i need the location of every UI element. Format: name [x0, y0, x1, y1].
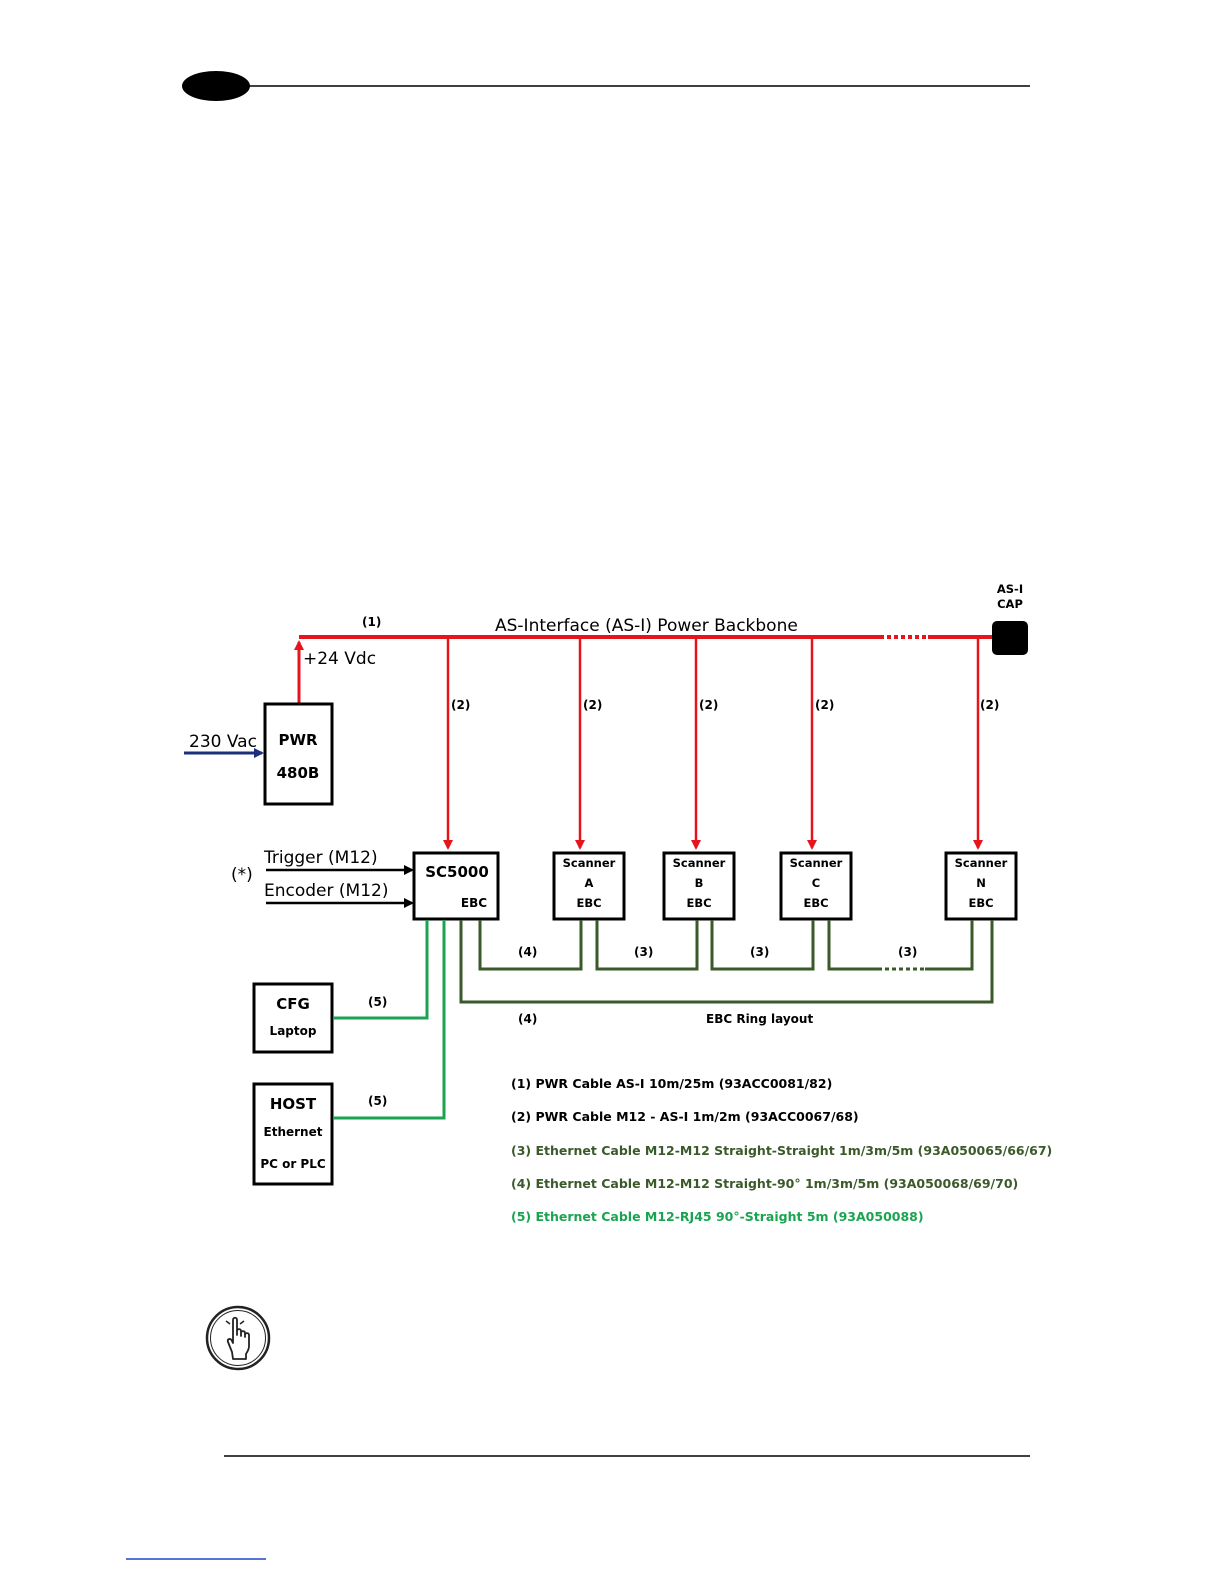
- host-link: [333, 920, 446, 1120]
- link-label-3: (3): [750, 945, 769, 959]
- link-dots-n: [925, 920, 974, 971]
- pointing-hand-icon: [205, 1305, 271, 1371]
- host-pc: HOST Ethernet PC or PLC (5): [252, 920, 446, 1186]
- asterisk-label: (*): [231, 865, 253, 885]
- ebc-link-labels: (4) (3) (3) (3) (4) EBC Ring layout: [518, 945, 917, 1026]
- cap-label-line2: CAP: [997, 597, 1023, 611]
- scanner-sub: EBC: [968, 896, 993, 910]
- cable-legend: (1) PWR Cable AS-I 10m/25m (93ACC0081/82…: [511, 1076, 1052, 1224]
- link-sc5000-a: [478, 920, 583, 971]
- cfg-cable-label: (5): [368, 995, 387, 1009]
- link-label-1: (4): [518, 945, 537, 959]
- encoder-label: Encoder (M12): [264, 881, 388, 901]
- page-header: [182, 71, 1030, 101]
- wiring-diagram: (1) AS-Interface (AS-I) Power Backbone A…: [184, 582, 1052, 1224]
- scanner-box: [552, 851, 626, 921]
- cfg-line1: CFG: [276, 995, 310, 1013]
- drop-label-5: (2): [980, 698, 999, 712]
- ring-cable-label: (4): [518, 1012, 537, 1026]
- cfg-link: [333, 920, 429, 1020]
- drop-label-2: (2): [583, 698, 602, 712]
- pwr-box: [263, 702, 334, 806]
- legend-item-2: (2) PWR Cable M12 - AS-I 1m/2m (93ACC006…: [511, 1109, 859, 1124]
- host-line2: Ethernet: [264, 1125, 323, 1139]
- cfg-laptop: CFG Laptop (5): [252, 920, 429, 1054]
- scanner-sub: EBC: [576, 896, 601, 910]
- sc5000-sub: EBC: [461, 896, 487, 910]
- scanner-id: B: [695, 876, 704, 890]
- scanner-id: A: [585, 876, 594, 890]
- link-label-4: (3): [898, 945, 917, 959]
- sc5000-box: [412, 851, 500, 921]
- vdc-label: +24 Vdc: [303, 649, 376, 669]
- chapter-badge-icon: [182, 71, 250, 101]
- ebc-ring: [459, 920, 994, 1004]
- ebc-links: [459, 920, 994, 1004]
- legend-item-3: (3) Ethernet Cable M12-M12 Straight-Stra…: [511, 1143, 1052, 1158]
- link-c-dots-left: [827, 920, 878, 971]
- power-drops: (2) (2) (2) (2) (2): [443, 637, 999, 850]
- sensor-inputs: Trigger (M12) Encoder (M12) (*): [231, 848, 414, 908]
- pwr-label-line1: PWR: [278, 731, 318, 749]
- drop-label-1: (2): [451, 698, 470, 712]
- cap-label-line1: AS-I: [997, 582, 1023, 596]
- sc5000-name: SC5000: [425, 863, 489, 881]
- link-label-2: (3): [634, 945, 653, 959]
- scanner-title: Scanner: [790, 856, 843, 870]
- page-footer: [126, 1455, 1030, 1560]
- vac-label: 230 Vac: [189, 732, 257, 752]
- cfg-line2: Laptop: [270, 1024, 317, 1038]
- backbone-label: AS-Interface (AS-I) Power Backbone: [495, 616, 798, 636]
- host-line3: PC or PLC: [260, 1157, 326, 1171]
- backbone-cable-label: (1): [362, 615, 381, 629]
- trigger-label: Trigger (M12): [263, 848, 378, 868]
- scanner-title: Scanner: [955, 856, 1008, 870]
- host-cable-label: (5): [368, 1094, 387, 1108]
- host-line1: HOST: [270, 1095, 317, 1113]
- scanner-title: Scanner: [673, 856, 726, 870]
- scanner-a: Scanner A EBC: [552, 851, 626, 921]
- drop-label-4: (2): [815, 698, 834, 712]
- scanner-box: [779, 851, 853, 921]
- scanner-c: Scanner C EBC: [779, 851, 853, 921]
- legend-item-1: (1) PWR Cable AS-I 10m/25m (93ACC0081/82…: [511, 1076, 832, 1091]
- as-i-cap: [992, 621, 1028, 655]
- scanner-box: [944, 851, 1018, 921]
- scanner-b: Scanner B EBC: [662, 851, 736, 921]
- legend-item-5: (5) Ethernet Cable M12-RJ45 90°-Straight…: [511, 1209, 924, 1224]
- cfg-box: [252, 982, 334, 1054]
- power-backbone: (1) AS-Interface (AS-I) Power Backbone A…: [299, 582, 1028, 655]
- drop-label-3: (2): [699, 698, 718, 712]
- scanner-title: Scanner: [563, 856, 616, 870]
- pwr-label-line2: 480B: [277, 764, 320, 782]
- scanner-sub: EBC: [686, 896, 711, 910]
- host-box: [252, 1082, 334, 1186]
- scanner-box: [662, 851, 736, 921]
- legend-item-4: (4) Ethernet Cable M12-M12 Straight-90° …: [511, 1176, 1018, 1191]
- scanner-id: C: [812, 876, 820, 890]
- ring-label: EBC Ring layout: [706, 1012, 813, 1026]
- power-supply: +24 Vdc PWR 480B 230 Vac: [184, 640, 376, 806]
- link-a-b: [595, 920, 699, 971]
- sc5000-unit: SC5000 EBC: [412, 851, 500, 921]
- link-b-c: [710, 920, 815, 971]
- scanner-id: N: [976, 876, 986, 890]
- scanner-sub: EBC: [803, 896, 828, 910]
- scanner-n: Scanner N EBC: [944, 851, 1018, 921]
